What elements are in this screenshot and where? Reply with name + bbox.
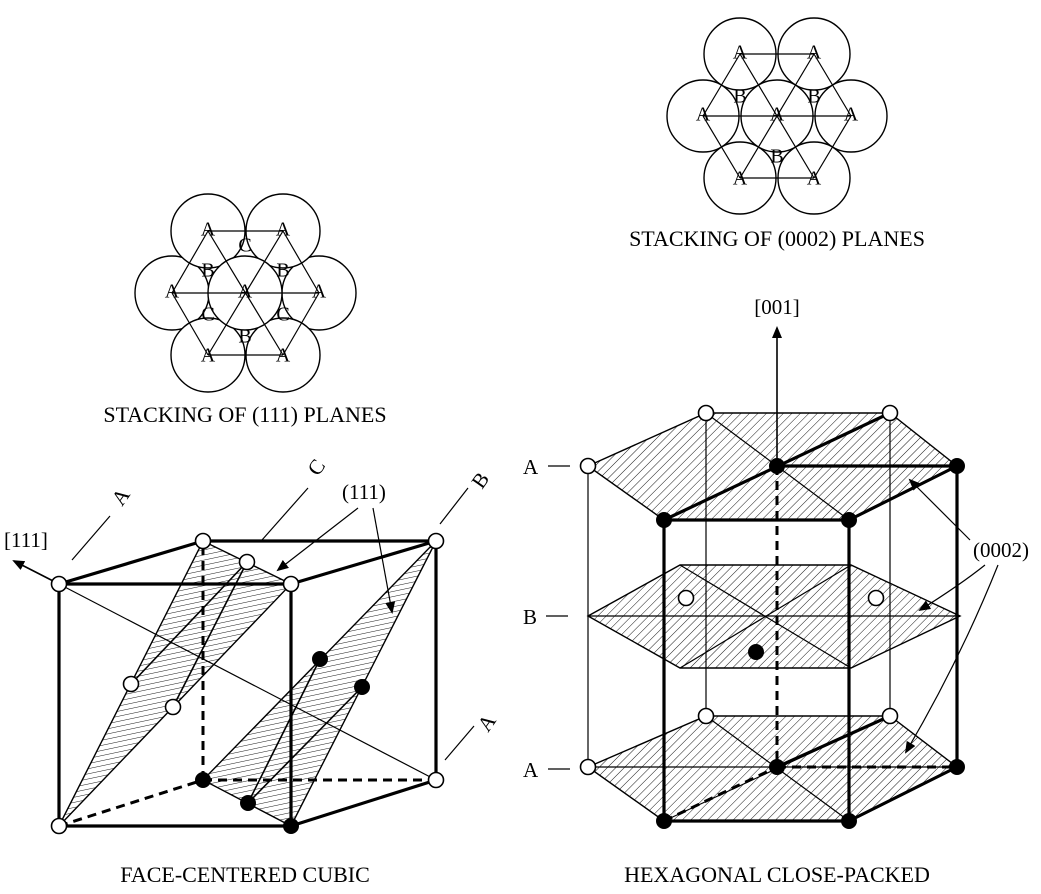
hcp-plane-label: (0002) — [973, 538, 1029, 562]
hcp-stack-letter: B — [770, 146, 783, 168]
hcp-stack-letter: A — [770, 104, 785, 126]
fcc-stack-letter: B — [276, 260, 289, 282]
hcp-stack-letter: B — [733, 86, 746, 108]
fcc-stack-letter: A — [238, 281, 253, 303]
hcp-stack-letter: A — [807, 168, 822, 190]
fcc-layer-label: C — [302, 455, 330, 480]
hcp-stack-letter: A — [807, 42, 822, 64]
hcp-layer-label: A — [523, 758, 539, 782]
hcp-stack-letter: A — [844, 104, 859, 126]
hcp-stack-letter: A — [733, 168, 748, 190]
fcc-stack-letter: C — [276, 304, 289, 326]
fcc-layer-label: A — [106, 483, 135, 510]
fcc-stack-letter: A — [201, 345, 216, 367]
fcc-direction-label: [111] — [4, 528, 48, 552]
hcp-direction-label: [001] — [754, 295, 800, 319]
hcp-stacking-figure: A A A A A A A B B B STACKING OF (0002) P… — [629, 17, 925, 251]
hcp-stack-letter: A — [733, 42, 748, 64]
fcc-stack-letter: C — [238, 235, 251, 257]
hcp-layer-label: A — [523, 455, 539, 479]
fcc-stacking-figure: A A A A A A A B B B C C C STACKING OF (1… — [103, 193, 387, 427]
fcc-stack-letter: B — [238, 326, 251, 348]
hcp-stacking-caption: STACKING OF (0002) PLANES — [629, 226, 925, 251]
fcc-stack-letter: A — [201, 219, 216, 241]
fcc-plane-label: (111) — [342, 480, 386, 504]
fcc-stack-letter: C — [201, 304, 214, 326]
fcc-stack-letter: A — [165, 281, 180, 303]
fcc-cube: [111] (111) A C B A FACE-CENTERED CUBIC — [4, 455, 501, 887]
hcp-stack-letter: A — [696, 104, 711, 126]
fcc-caption: FACE-CENTERED CUBIC — [120, 862, 370, 887]
fcc-stack-letter: A — [312, 281, 327, 303]
fcc-layer-label: B — [466, 468, 494, 493]
fcc-stacking-caption: STACKING OF (111) PLANES — [103, 402, 386, 427]
hcp-caption: HEXAGONAL CLOSE-PACKED — [624, 862, 930, 887]
hcp-stack-letter: B — [807, 86, 820, 108]
fcc-stack-letter: A — [276, 345, 291, 367]
hcp-prism: [001] (0002) A B A HEXAGONAL CLOSE-PACKE… — [523, 295, 1029, 887]
fcc-layer-label: A — [472, 709, 501, 736]
hcp-layer-label: B — [523, 605, 537, 629]
fcc-stack-letter: A — [276, 219, 291, 241]
fcc-stack-letter: B — [201, 260, 214, 282]
